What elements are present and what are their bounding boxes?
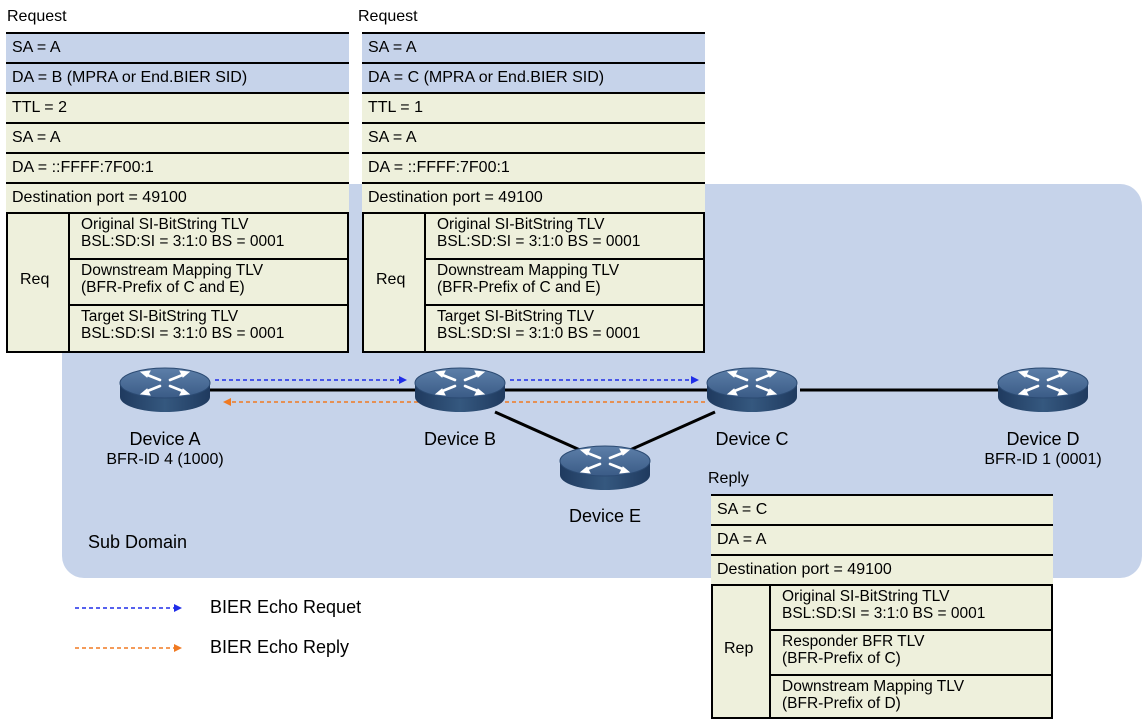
- tlv-detail: BSL:SD:SI = 3:1:0 BS = 0001: [81, 325, 285, 342]
- tlv-name: Downstream Mapping TLV: [782, 678, 965, 695]
- tlv-name: Original SI-BitString TLV: [81, 216, 249, 233]
- device-b-name: Device B: [423, 429, 497, 449]
- router-icon-device-b: [413, 366, 507, 414]
- device-e-name: Device E: [568, 506, 642, 526]
- request-b-block-label: Req: [20, 271, 50, 288]
- request-b-packet: SA = A DA = B (MPRA or End.BIER SID) TTL…: [6, 32, 349, 353]
- request-c-row: DA = C (MPRA or End.BIER SID): [362, 64, 705, 92]
- router-icon-device-e: [558, 444, 652, 492]
- request-b-row: TTL = 2: [6, 94, 349, 122]
- links: [210, 388, 1000, 452]
- request-b-row: DA = B (MPRA or End.BIER SID): [6, 64, 349, 92]
- request-b-title: Request: [7, 8, 67, 25]
- tlv-detail: (BFR-Prefix of C and E): [81, 279, 245, 296]
- link-b-e: [494, 410, 581, 452]
- tlv-detail: BSL:SD:SI = 3:1:0 BS = 0001: [437, 233, 641, 250]
- tlv-name: Downstream Mapping TLV: [81, 262, 264, 279]
- request-c-row: SA = A: [362, 34, 705, 62]
- reply-block-label: Rep: [724, 640, 754, 657]
- router-icon-device-d: [996, 366, 1090, 414]
- request-c-title: Request: [358, 8, 418, 25]
- request-b-row: SA = A: [6, 124, 349, 152]
- tlv-detail: (BFR-Prefix of C and E): [437, 279, 601, 296]
- tlv-name: Target SI-BitString TLV: [81, 308, 239, 325]
- device-a-name: Device A: [129, 429, 201, 449]
- reply-block-label-cell: Rep: [713, 586, 769, 717]
- tlv-name: Original SI-BitString TLV: [437, 216, 605, 233]
- request-c-tlv: Target SI-BitString TLV BSL:SD:SI = 3:1:…: [426, 306, 703, 351]
- request-c-row: SA = A: [362, 124, 705, 152]
- request-b-tlv: Downstream Mapping TLV (BFR-Prefix of C …: [70, 260, 347, 304]
- request-c-row: TTL = 1: [362, 94, 705, 122]
- reply-tlv: Downstream Mapping TLV (BFR-Prefix of D): [771, 676, 1051, 717]
- request-b-block-label-cell: Req: [8, 214, 68, 351]
- router-icon-device-c: [705, 366, 799, 414]
- reply-title: Reply: [708, 470, 749, 487]
- tlv-name: Responder BFR TLV: [782, 633, 925, 650]
- tlv-detail: BSL:SD:SI = 3:1:0 BS = 0001: [782, 605, 986, 622]
- reply-row: SA = C: [711, 496, 1053, 524]
- request-c-tlv: Downstream Mapping TLV (BFR-Prefix of C …: [426, 260, 703, 304]
- reply-row: DA = A: [711, 526, 1053, 554]
- tlv-detail: (BFR-Prefix of D): [782, 695, 901, 712]
- device-d-bfr-id: BFR-ID 1 (0001): [984, 451, 1102, 468]
- request-b-row: SA = A: [6, 34, 349, 62]
- request-c-row: DA = ::FFFF:7F00:1: [362, 154, 705, 182]
- request-c-packet: SA = A DA = C (MPRA or End.BIER SID) TTL…: [362, 32, 705, 353]
- legend-request-label: BIER Echo Requet: [210, 597, 362, 617]
- request-c-block-label-cell: Req: [364, 214, 424, 351]
- tlv-detail: (BFR-Prefix of C): [782, 650, 901, 667]
- request-b-row: Destination port = 49100: [6, 184, 349, 212]
- device-d-name: Device D: [1006, 429, 1080, 449]
- device-a-bfr-id: BFR-ID 4 (1000): [106, 451, 224, 468]
- tlv-name: Original SI-BitString TLV: [782, 588, 950, 605]
- tlv-name: Downstream Mapping TLV: [437, 262, 620, 279]
- link-c-e: [629, 410, 716, 452]
- sub-domain-label: Sub Domain: [88, 532, 188, 552]
- reply-tlv: Responder BFR TLV (BFR-Prefix of C): [771, 631, 1051, 674]
- tlv-name: Target SI-BitString TLV: [437, 308, 595, 325]
- tlv-detail: BSL:SD:SI = 3:1:0 BS = 0001: [81, 233, 285, 250]
- device-c-name: Device C: [715, 429, 789, 449]
- request-b-row: DA = ::FFFF:7F00:1: [6, 154, 349, 182]
- request-c-row: Destination port = 49100: [362, 184, 705, 212]
- request-c-tlv: Original SI-BitString TLV BSL:SD:SI = 3:…: [426, 214, 703, 258]
- request-b-tlv: Original SI-BitString TLV BSL:SD:SI = 3:…: [70, 214, 347, 258]
- reply-row: Destination port = 49100: [711, 556, 1053, 584]
- tlv-detail: BSL:SD:SI = 3:1:0 BS = 0001: [437, 325, 641, 342]
- legend-reply-label: BIER Echo Reply: [210, 637, 350, 657]
- reply-packet: SA = C DA = A Destination port = 49100 R…: [711, 494, 1053, 719]
- reply-tlv: Original SI-BitString TLV BSL:SD:SI = 3:…: [771, 586, 1051, 629]
- request-c-block-label: Req: [376, 271, 406, 288]
- router-icon-device-a: [118, 366, 212, 414]
- request-b-tlv: Target SI-BitString TLV BSL:SD:SI = 3:1:…: [70, 306, 347, 351]
